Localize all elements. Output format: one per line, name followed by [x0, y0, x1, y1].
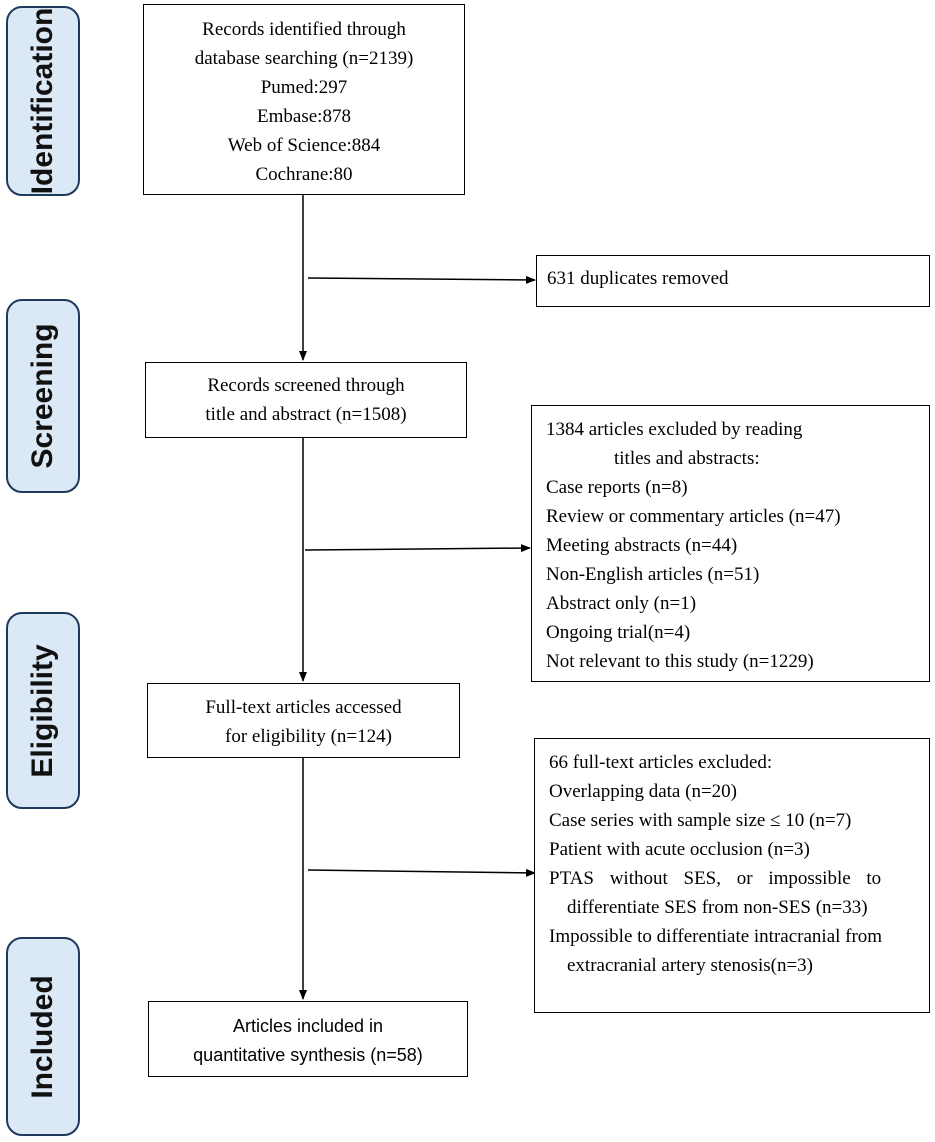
- excluded-screening-item: Ongoing trial(n=4): [546, 622, 691, 643]
- arrow-to-duplicates: [307, 275, 536, 284]
- excluded-fulltext-header: 66 full-text articles excluded:: [549, 752, 773, 773]
- included-line-1: Articles included in: [232, 1016, 384, 1036]
- excluded-screening-header-2: titles and abstracts:: [614, 448, 760, 469]
- excluded-fulltext-item-4-line-2: differentiate SES from non-SES (n=33): [567, 897, 868, 918]
- records-identified-box: Records identified through database sear…: [143, 4, 465, 195]
- fulltext-line-1: Full-text articles accessed: [205, 697, 402, 718]
- excluded-fulltext-item-5-line-2: extracranial artery stenosis(n=3): [567, 955, 813, 976]
- identified-line-2: database searching (n=2139): [194, 48, 414, 69]
- excluded-screening-item: Non-English articles (n=51): [546, 564, 760, 585]
- identified-line-5: Web of Science:884: [227, 135, 381, 156]
- identified-line-1: Records identified through: [202, 19, 406, 40]
- excluded-fulltext-item-4-line-1: PTAS without SES, or impossible to: [549, 868, 882, 889]
- screened-line-2: title and abstract (n=1508): [205, 404, 407, 425]
- arrow-to-excluded-screening: [304, 544, 531, 553]
- stage-eligibility: Eligibility: [6, 612, 80, 809]
- stage-included: Included: [6, 937, 80, 1136]
- excluded-fulltext-box: 66 full-text articles excluded: Overlapp…: [534, 738, 930, 1013]
- identified-line-6: Cochrane:80: [255, 164, 353, 185]
- excluded-screening-item: Not relevant to this study (n=1229): [546, 651, 814, 672]
- duplicates-text: 631 duplicates removed: [547, 268, 729, 289]
- fulltext-assessed-box: Full-text articles accessed for eligibil…: [147, 683, 460, 758]
- excluded-screening-item: Case reports (n=8): [546, 477, 688, 498]
- fulltext-line-2: for eligibility (n=124): [225, 726, 392, 747]
- arrow-to-excluded-fulltext: [307, 868, 536, 877]
- stage-screening: Screening: [6, 299, 80, 493]
- excluded-screening-item: Review or commentary articles (n=47): [546, 506, 841, 527]
- screened-line-1: Records screened through: [207, 375, 405, 396]
- excluded-screening-item: Abstract only (n=1): [546, 593, 697, 614]
- excluded-fulltext-item-5-line-1: Impossible to differentiate intracranial…: [549, 926, 883, 947]
- identified-line-3: Pumed:297: [260, 77, 348, 98]
- excluded-screening-box: 1384 articles excluded by reading titles…: [531, 405, 930, 682]
- included-box: Articles included in quantitative synthe…: [148, 1001, 468, 1077]
- excluded-screening-item: Meeting abstracts (n=44): [546, 535, 738, 556]
- included-line-2: quantitative synthesis (n=58): [193, 1045, 423, 1065]
- excluded-screening-header: 1384 articles excluded by reading: [546, 419, 803, 440]
- excluded-fulltext-item: Overlapping data (n=20): [549, 781, 737, 802]
- duplicates-removed-box: 631 duplicates removed: [536, 255, 930, 307]
- excluded-fulltext-item: Case series with sample size ≤ 10 (n=7): [549, 810, 852, 831]
- stage-identification: Identification: [6, 6, 80, 196]
- records-screened-box: Records screened through title and abstr…: [145, 362, 467, 438]
- excluded-fulltext-item: Patient with acute occlusion (n=3): [549, 839, 810, 860]
- identified-line-4: Embase:878: [257, 106, 351, 127]
